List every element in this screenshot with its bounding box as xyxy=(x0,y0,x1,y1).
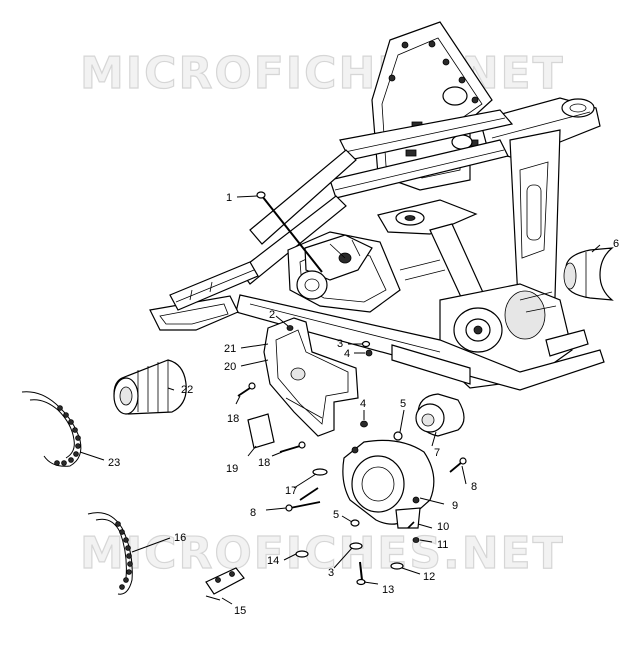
callout-3b: 3 xyxy=(328,567,334,579)
callout-19: 19 xyxy=(226,463,238,475)
part-5-3-hardware-lower xyxy=(349,519,363,550)
part-8-screws xyxy=(285,457,467,512)
watermark-top: MICROFICHES.NET xyxy=(80,48,565,99)
part-10-11-screws xyxy=(407,521,420,543)
callout-11: 11 xyxy=(437,539,448,551)
callout-16: 16 xyxy=(174,532,186,544)
part-18-screw-upper xyxy=(237,382,256,397)
callout-7: 7 xyxy=(434,447,440,459)
callout-4b: 4 xyxy=(360,398,366,410)
callout-3: 3 xyxy=(337,338,343,350)
part-1-bolt xyxy=(256,191,323,273)
part-4-5-hardware-mid xyxy=(360,420,403,441)
part-14-washer xyxy=(295,550,309,558)
callout-6: 6 xyxy=(613,238,619,250)
watermark-bottom: MICROFICHES.NET xyxy=(80,528,565,579)
part-20-21-chain-guard xyxy=(263,317,359,437)
callout-10: 10 xyxy=(437,521,449,533)
callout-9: 9 xyxy=(452,500,458,512)
callout-8b: 8 xyxy=(471,481,477,493)
callout-18b: 18 xyxy=(258,457,270,469)
part-19-decal xyxy=(247,413,275,449)
part-16-chain xyxy=(87,512,133,595)
part-6-bumper xyxy=(563,247,614,301)
callout-21: 21 xyxy=(224,343,236,355)
callout-14: 14 xyxy=(267,555,279,567)
callout-17: 17 xyxy=(285,485,297,497)
callout-15: 15 xyxy=(234,605,246,617)
callout-18: 18 xyxy=(227,413,239,425)
part-7-damper xyxy=(415,393,465,437)
part-3-4-hardware-upper xyxy=(361,340,373,357)
callout-23: 23 xyxy=(108,457,120,469)
part-17-screw xyxy=(299,468,328,501)
leader-lines xyxy=(79,195,601,605)
part-22-sprocket xyxy=(113,359,187,415)
part-23-chain xyxy=(21,391,82,467)
callout-12: 12 xyxy=(423,571,435,583)
callout-20: 20 xyxy=(224,361,236,373)
callout-4: 4 xyxy=(344,348,350,360)
callout-8: 8 xyxy=(250,507,256,519)
part-2-screw xyxy=(286,325,294,331)
callout-labels: 1 2 3 4 6 21 20 18 22 4 5 7 19 18 8 17 9… xyxy=(108,192,619,617)
part-18-screw-lower xyxy=(279,441,306,453)
part-12-washer xyxy=(390,562,404,570)
callout-5: 5 xyxy=(400,398,406,410)
callout-2: 2 xyxy=(269,309,275,321)
callout-13: 13 xyxy=(382,584,394,596)
callout-22: 22 xyxy=(181,384,193,396)
frame-assembly xyxy=(149,21,605,391)
callout-5b: 5 xyxy=(333,509,339,521)
callout-1: 1 xyxy=(226,192,232,204)
part-15-chain-link xyxy=(205,567,245,601)
part-9-chaincase xyxy=(342,439,435,529)
